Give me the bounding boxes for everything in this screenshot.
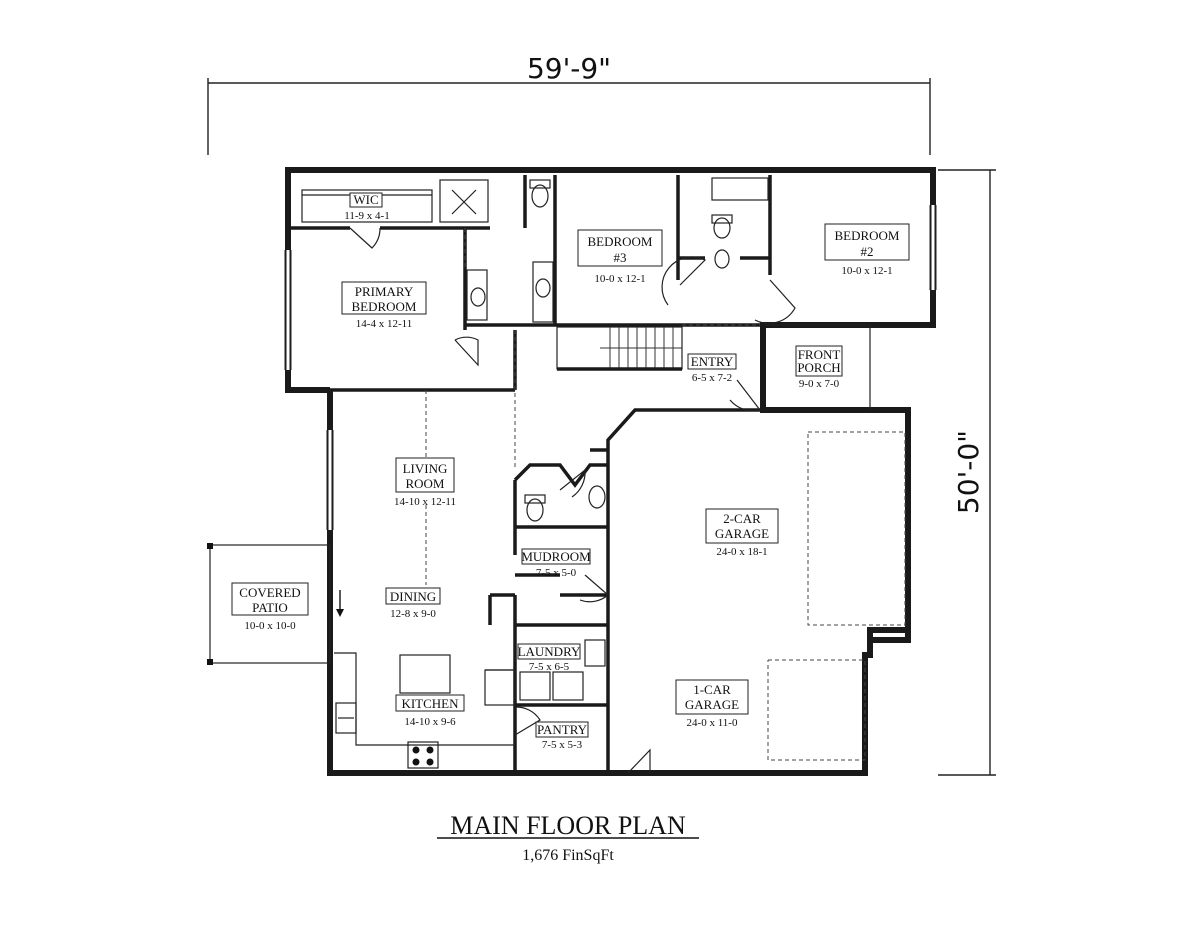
- room-name-line1: COVERED: [239, 585, 300, 600]
- room-name: KITCHEN: [401, 696, 459, 711]
- room-name-line1: LIVING: [403, 461, 448, 476]
- room-name: WIC: [353, 192, 378, 207]
- room-living-room: LIVING ROOM 14-10 x 12-11: [394, 457, 456, 508]
- room-name: MUDROOM: [521, 549, 591, 564]
- width-dimension-label: 59'-9": [527, 52, 611, 85]
- room-name-line2: GARAGE: [715, 526, 769, 541]
- room-size: 14-10 x 9-6: [404, 716, 456, 728]
- plan-title-block: MAIN FLOOR PLAN 1,676 FinSqFt: [437, 811, 699, 864]
- room-2-car-garage: 2-CAR GARAGE 24-0 x 18-1: [705, 508, 779, 558]
- depth-dimension: 50'-0": [938, 169, 996, 776]
- room-name-line2: BEDROOM: [351, 299, 416, 314]
- room-size: 6-5 x 7-2: [692, 372, 732, 384]
- room-name-line2: GARAGE: [685, 697, 739, 712]
- room-name-line1: FRONT: [798, 347, 841, 362]
- room-dining: DINING 12-8 x 9-0: [385, 587, 441, 620]
- room-name-line1: BEDROOM: [587, 234, 652, 249]
- plan-title: MAIN FLOOR PLAN: [450, 811, 686, 840]
- room-mudroom: MUDROOM 7-5 x 5-0: [521, 548, 591, 579]
- room-1-car-garage: 1-CAR GARAGE 24-0 x 11-0: [675, 679, 749, 729]
- room-name: PANTRY: [537, 722, 588, 737]
- room-size: 7-5 x 5-0: [536, 567, 577, 579]
- room-entry: ENTRY 6-5 x 7-2: [687, 353, 737, 384]
- room-wic: WIC 11-9 x 4-1: [344, 192, 389, 222]
- room-size: 14-10 x 12-11: [394, 496, 456, 508]
- room-name-line2: #3: [614, 250, 627, 265]
- room-primary-bedroom: PRIMARY BEDROOM 14-4 x 12-11: [341, 281, 427, 330]
- room-name-line2: PATIO: [252, 600, 288, 615]
- room-bedroom-2: BEDROOM #2 10-0 x 12-1: [824, 223, 910, 277]
- depth-dimension-label: 50'-0": [952, 430, 985, 514]
- room-size: 14-4 x 12-11: [356, 318, 412, 330]
- room-name: DINING: [390, 589, 436, 604]
- room-name-line2: ROOM: [405, 476, 444, 491]
- room-size: 12-8 x 9-0: [390, 608, 436, 620]
- room-labels: WIC 11-9 x 4-1 PRIMARY BEDROOM 14-4 x 12…: [231, 192, 910, 751]
- width-dimension: 59'-9": [207, 52, 931, 155]
- room-bedroom-3: BEDROOM #3 10-0 x 12-1: [577, 229, 663, 285]
- room-size: 9-0 x 7-0: [799, 378, 840, 390]
- room-name-line1: 1-CAR: [693, 682, 731, 697]
- room-size: 7-5 x 6-5: [529, 661, 570, 673]
- room-pantry: PANTRY 7-5 x 5-3: [535, 721, 589, 751]
- room-covered-patio: COVERED PATIO 10-0 x 10-0: [231, 582, 309, 632]
- room-size: 10-0 x 12-1: [594, 273, 645, 285]
- room-size: 10-0 x 12-1: [841, 265, 892, 277]
- room-kitchen: KITCHEN 14-10 x 9-6: [395, 694, 465, 728]
- room-size: 24-0 x 11-0: [687, 717, 738, 729]
- room-name-line2: PORCH: [797, 360, 840, 375]
- room-size: 7-5 x 5-3: [542, 739, 583, 751]
- room-name-line2: #2: [861, 244, 874, 259]
- room-size: 10-0 x 10-0: [244, 620, 296, 632]
- room-name-line1: 2-CAR: [723, 511, 761, 526]
- plan-subtitle: 1,676 FinSqFt: [522, 847, 614, 864]
- room-laundry: LAUNDRY 7-5 x 6-5: [517, 643, 581, 673]
- room-name: LAUNDRY: [518, 644, 581, 659]
- room-name-line1: BEDROOM: [834, 228, 899, 243]
- room-name: ENTRY: [691, 354, 734, 369]
- room-name-line1: PRIMARY: [355, 284, 414, 299]
- room-size: 11-9 x 4-1: [344, 210, 389, 222]
- room-front-porch: FRONT PORCH 9-0 x 7-0: [795, 345, 843, 390]
- room-size: 24-0 x 18-1: [716, 546, 767, 558]
- interior-walls: [207, 175, 937, 774]
